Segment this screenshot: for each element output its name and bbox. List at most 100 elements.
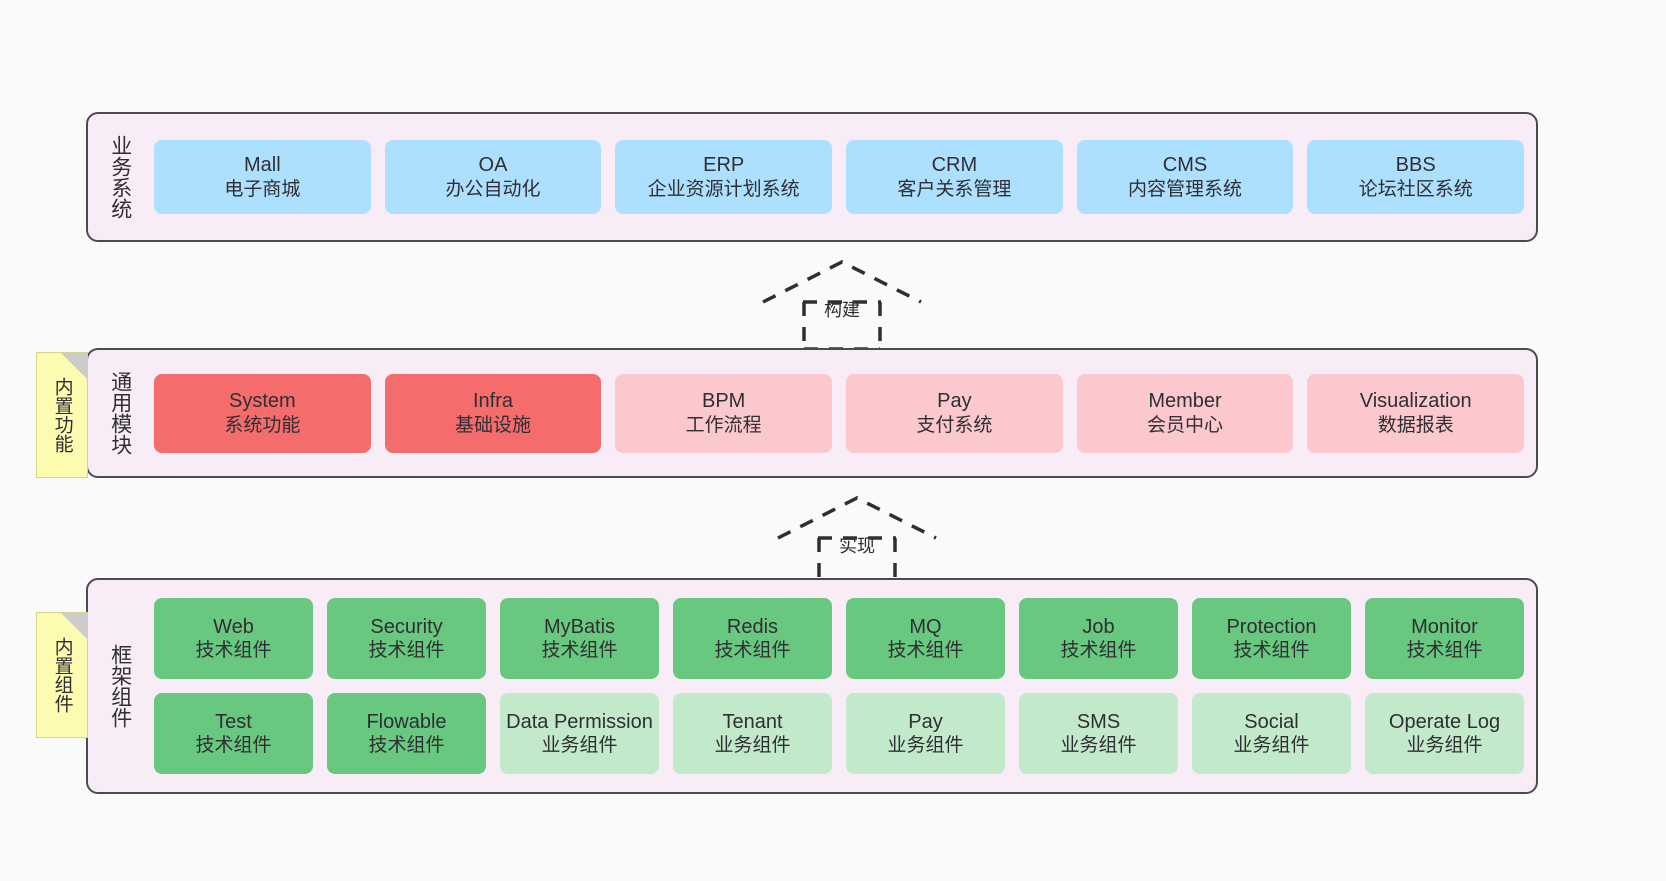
card-operate-log[interactable]: Operate Log 业务组件 bbox=[1365, 693, 1524, 774]
layer-body-common: System 系统功能 Infra 基础设施 BPM 工作流程 Pay 支付系统… bbox=[140, 360, 1525, 466]
card-subtitle: 业务组件 bbox=[714, 735, 791, 757]
card-mybatis[interactable]: MyBatis 技术组件 bbox=[500, 598, 659, 679]
card-bpm[interactable]: BPM 工作流程 bbox=[615, 373, 833, 453]
card-title: Protection bbox=[1226, 615, 1317, 638]
connector-label-build: 构建 bbox=[824, 300, 860, 320]
card-title: Flowable bbox=[366, 710, 447, 733]
card-title: Tenant bbox=[722, 710, 783, 733]
card-title: CMS bbox=[1162, 154, 1208, 177]
layer-framework-components: 框架组件 Web 技术组件 Security 技术组件 MyBatis 技术组件… bbox=[86, 578, 1538, 794]
card-title: Pay bbox=[908, 710, 943, 733]
card-title: BBS bbox=[1395, 154, 1436, 177]
card-member[interactable]: Member 会员中心 bbox=[1076, 373, 1294, 453]
card-title: Web bbox=[213, 615, 254, 638]
card-subtitle: 技术组件 bbox=[1060, 640, 1137, 662]
card-title: Security bbox=[370, 615, 443, 638]
card-erp[interactable]: ERP 企业资源计划系统 bbox=[615, 140, 833, 214]
card-subtitle: 技术组件 bbox=[714, 640, 791, 662]
card-title: MyBatis bbox=[543, 615, 616, 638]
connector-realize: 实现 bbox=[772, 492, 942, 588]
card-subtitle: 技术组件 bbox=[368, 735, 445, 757]
card-subtitle: 业务组件 bbox=[1406, 735, 1483, 757]
card-tenant[interactable]: Tenant 业务组件 bbox=[673, 693, 832, 774]
card-title: Test bbox=[215, 710, 252, 733]
card-subtitle: 业务组件 bbox=[887, 735, 964, 757]
layer-title-business: 业务系统 bbox=[108, 135, 132, 219]
note-builtin-function: 内置功能 bbox=[36, 352, 88, 478]
card-row: Mall 电子商城 OA 办公自动化 ERP 企业资源计划系统 CRM 客户关系… bbox=[154, 140, 1525, 214]
card-web[interactable]: Web 技术组件 bbox=[154, 598, 313, 679]
card-redis[interactable]: Redis 技术组件 bbox=[673, 598, 832, 679]
connector-build: 构建 bbox=[757, 256, 927, 352]
card-title: Infra bbox=[472, 390, 514, 413]
card-mall[interactable]: Mall 电子商城 bbox=[154, 140, 371, 214]
card-subtitle: 技术组件 bbox=[541, 640, 618, 662]
layer-business-systems: 业务系统 Mall 电子商城 OA 办公自动化 ERP 企业资源计划系统 CRM… bbox=[86, 112, 1538, 242]
card-pay[interactable]: Pay 支付系统 bbox=[846, 373, 1063, 453]
card-subtitle: 技术组件 bbox=[368, 640, 445, 662]
card-row-business: Test 技术组件 Flowable 技术组件 Data Permission … bbox=[154, 693, 1524, 774]
card-title: CRM bbox=[931, 154, 978, 177]
card-subtitle: 技术组件 bbox=[195, 735, 272, 757]
card-subtitle: 基础设施 bbox=[455, 414, 532, 436]
card-subtitle: 业务组件 bbox=[1060, 735, 1137, 757]
card-test[interactable]: Test 技术组件 bbox=[154, 693, 313, 774]
card-subtitle: 业务组件 bbox=[541, 735, 618, 757]
card-subtitle: 系统功能 bbox=[224, 414, 301, 436]
layer-body-business: Mall 电子商城 OA 办公自动化 ERP 企业资源计划系统 CRM 客户关系… bbox=[140, 124, 1525, 230]
card-social[interactable]: Social 业务组件 bbox=[1192, 693, 1351, 774]
card-flowable[interactable]: Flowable 技术组件 bbox=[327, 693, 486, 774]
layer-body-framework: Web 技术组件 Security 技术组件 MyBatis 技术组件 Redi… bbox=[140, 590, 1524, 782]
card-subtitle: 业务组件 bbox=[1233, 735, 1310, 757]
card-sms[interactable]: SMS 业务组件 bbox=[1019, 693, 1178, 774]
card-title: Visualization bbox=[1359, 390, 1472, 413]
layer-common-modules: 通用模块 System 系统功能 Infra 基础设施 BPM 工作流程 Pay… bbox=[86, 348, 1538, 478]
card-title: MQ bbox=[909, 615, 942, 638]
card-pay-business[interactable]: Pay 业务组件 bbox=[846, 693, 1005, 774]
card-row-tech: Web 技术组件 Security 技术组件 MyBatis 技术组件 Redi… bbox=[154, 598, 1524, 679]
card-title: SMS bbox=[1076, 710, 1121, 733]
card-infra[interactable]: Infra 基础设施 bbox=[384, 373, 602, 453]
card-monitor[interactable]: Monitor 技术组件 bbox=[1365, 598, 1524, 679]
card-mq[interactable]: MQ 技术组件 bbox=[846, 598, 1005, 679]
layer-title-common: 通用模块 bbox=[108, 371, 132, 455]
card-subtitle: 办公自动化 bbox=[445, 178, 541, 200]
card-cms[interactable]: CMS 内容管理系统 bbox=[1076, 140, 1294, 214]
note-label: 内置组件 bbox=[51, 637, 73, 713]
card-crm[interactable]: CRM 客户关系管理 bbox=[846, 140, 1063, 214]
card-title: Job bbox=[1082, 615, 1115, 638]
card-subtitle: 内容管理系统 bbox=[1128, 178, 1243, 200]
layer-title-framework: 框架组件 bbox=[108, 644, 132, 728]
card-subtitle: 工作流程 bbox=[685, 414, 762, 436]
card-visualization[interactable]: Visualization 数据报表 bbox=[1307, 373, 1525, 453]
card-data-permission[interactable]: Data Permission 业务组件 bbox=[500, 693, 659, 774]
card-subtitle: 企业资源计划系统 bbox=[647, 178, 800, 200]
card-title: System bbox=[228, 390, 296, 413]
card-protection[interactable]: Protection 技术组件 bbox=[1192, 598, 1351, 679]
card-subtitle: 数据报表 bbox=[1377, 414, 1454, 436]
card-title: Redis bbox=[726, 615, 779, 638]
card-title: Data Permission bbox=[506, 710, 653, 733]
card-title: OA bbox=[478, 154, 508, 177]
card-row: System 系统功能 Infra 基础设施 BPM 工作流程 Pay 支付系统… bbox=[154, 373, 1525, 453]
card-oa[interactable]: OA 办公自动化 bbox=[384, 140, 602, 214]
card-title: Social bbox=[1244, 710, 1299, 733]
card-system[interactable]: System 系统功能 bbox=[154, 373, 371, 453]
card-title: BPM bbox=[702, 390, 746, 413]
card-title: Pay bbox=[937, 390, 972, 413]
note-label: 内置功能 bbox=[51, 377, 73, 453]
connector-label-realize: 实现 bbox=[839, 536, 875, 556]
card-subtitle: 支付系统 bbox=[916, 414, 993, 436]
card-title: ERP bbox=[703, 154, 745, 177]
card-title: Member bbox=[1148, 390, 1222, 413]
card-security[interactable]: Security 技术组件 bbox=[327, 598, 486, 679]
card-job[interactable]: Job 技术组件 bbox=[1019, 598, 1178, 679]
note-builtin-component: 内置组件 bbox=[36, 612, 88, 738]
card-title: Monitor bbox=[1411, 615, 1478, 638]
card-subtitle: 论坛社区系统 bbox=[1358, 178, 1473, 200]
card-subtitle: 客户关系管理 bbox=[897, 178, 1012, 200]
card-subtitle: 技术组件 bbox=[195, 640, 272, 662]
card-bbs[interactable]: BBS 论坛社区系统 bbox=[1307, 140, 1525, 214]
card-subtitle: 会员中心 bbox=[1147, 414, 1224, 436]
